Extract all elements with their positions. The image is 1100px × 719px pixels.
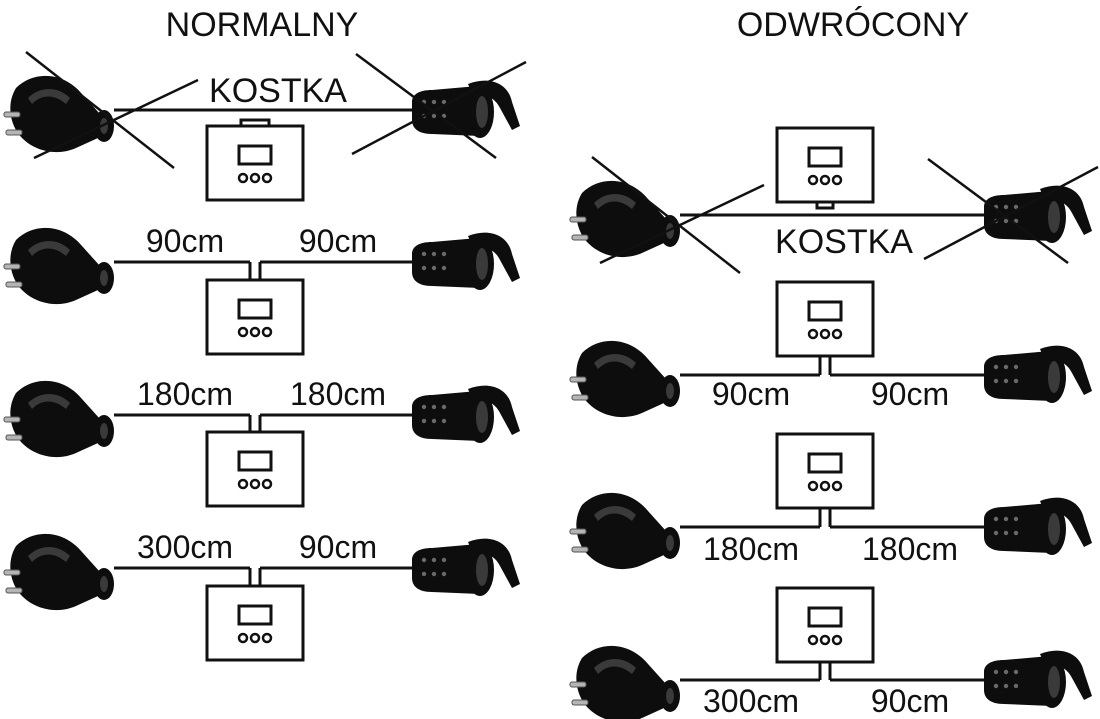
control-box bbox=[205, 584, 305, 662]
control-box bbox=[205, 124, 305, 202]
plug-icon bbox=[3, 380, 114, 458]
length-left-label: 180cm bbox=[703, 531, 799, 567]
length-left-label: 300cm bbox=[703, 683, 799, 719]
socket-icon bbox=[412, 80, 520, 138]
kostka-label: KOSTKA bbox=[209, 72, 347, 110]
title-odwrocony: ODWRÓCONY bbox=[737, 6, 969, 44]
box-connector bbox=[815, 200, 835, 210]
control-box bbox=[775, 280, 875, 358]
socket-cross-icon bbox=[923, 157, 1099, 265]
box-connector bbox=[239, 118, 271, 128]
socket-icon bbox=[412, 385, 520, 443]
control-box bbox=[775, 126, 875, 204]
control-box bbox=[205, 278, 305, 356]
length-right-label: 90cm bbox=[871, 683, 949, 719]
control-box bbox=[205, 430, 305, 508]
length-left-label: 90cm bbox=[712, 376, 790, 412]
plug-icon bbox=[3, 533, 114, 611]
socket-icon bbox=[984, 650, 1092, 708]
socket-icon bbox=[412, 232, 520, 290]
plug-icon bbox=[569, 340, 680, 418]
length-right-label: 90cm bbox=[299, 529, 377, 565]
plug-cross-icon bbox=[25, 51, 199, 169]
plug-icon bbox=[3, 75, 114, 153]
diagram-rows: KOSTKA 90cm 90cm 180cm 180cm 300cm 90cm KOSTKA 9… bbox=[3, 51, 1099, 719]
control-box bbox=[775, 586, 875, 664]
plug-cross-icon bbox=[591, 156, 765, 274]
length-right-label: 180cm bbox=[862, 531, 958, 567]
socket-cross-icon bbox=[351, 52, 527, 160]
control-box bbox=[775, 432, 875, 510]
socket-icon bbox=[984, 497, 1092, 555]
plug-icon bbox=[569, 492, 680, 570]
socket-icon bbox=[984, 345, 1092, 403]
title-normalny: NORMALNY bbox=[166, 6, 359, 44]
length-right-label: 90cm bbox=[871, 376, 949, 412]
socket-icon bbox=[412, 538, 520, 596]
length-right-label: 90cm bbox=[299, 223, 377, 259]
plug-icon bbox=[569, 646, 680, 719]
plug-icon bbox=[569, 180, 680, 258]
plug-icon bbox=[3, 227, 114, 305]
socket-icon bbox=[984, 185, 1092, 243]
length-left-label: 300cm bbox=[137, 529, 233, 565]
length-right-label: 180cm bbox=[290, 376, 386, 412]
length-left-label: 180cm bbox=[137, 376, 233, 412]
length-left-label: 90cm bbox=[146, 223, 224, 259]
kostka-label: KOSTKA bbox=[775, 223, 913, 261]
